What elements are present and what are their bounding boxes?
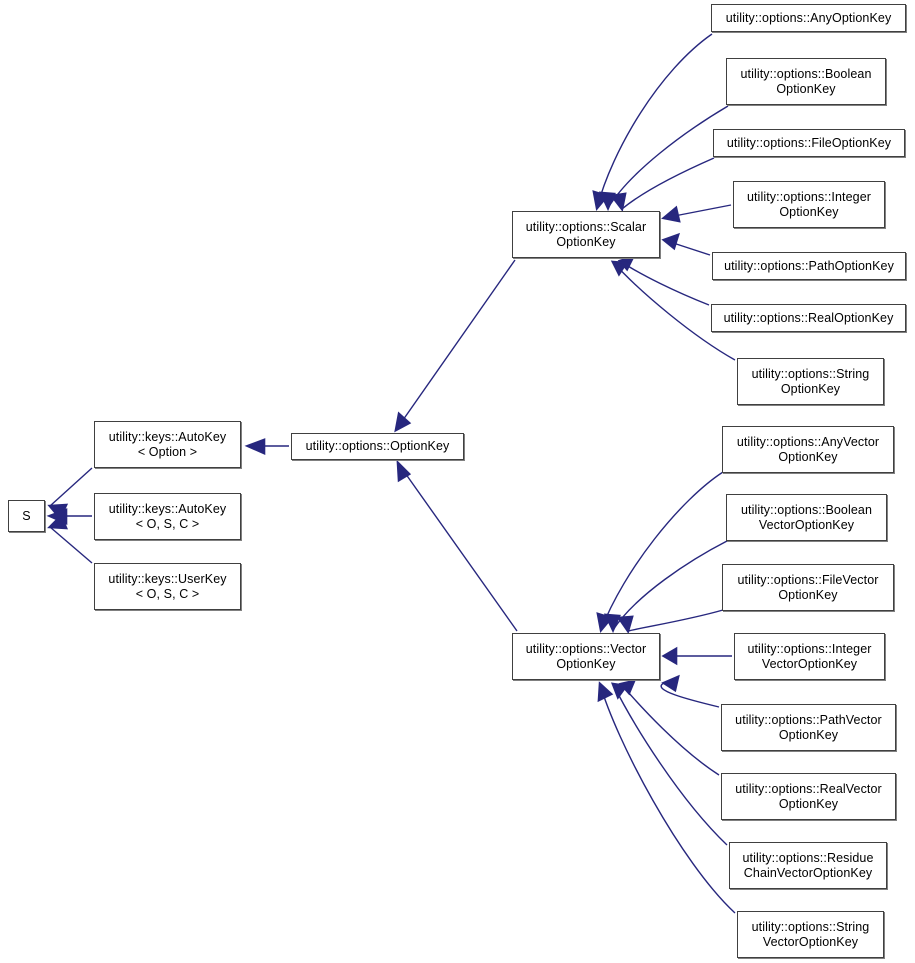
- arrowhead: [610, 260, 629, 277]
- node-filevector-optionkey[interactable]: utility::options::FileVector OptionKey: [722, 564, 894, 611]
- arrowhead: [47, 513, 69, 530]
- arrowhead: [617, 254, 636, 272]
- node-label: utility::options::AnyOptionKey: [725, 10, 892, 25]
- node-vectoroptionkey[interactable]: utility::options::Vector OptionKey: [512, 633, 660, 680]
- node-any-optionkey[interactable]: utility::options::AnyOptionKey: [711, 4, 906, 32]
- arrowhead: [598, 191, 616, 212]
- node-label: utility::options::OptionKey: [305, 439, 450, 453]
- node-label: utility::options::String VectorOptionKey: [751, 919, 870, 949]
- node-label: utility::options::Residue ChainVectorOpt…: [742, 850, 874, 880]
- node-label: utility::options::FileVector OptionKey: [737, 572, 879, 602]
- node-label: utility::options::RealVector OptionKey: [735, 781, 882, 811]
- arrowhead: [597, 681, 614, 703]
- arrowhead: [661, 205, 681, 223]
- node-label: utility::options::Vector OptionKey: [525, 641, 647, 671]
- arrowhead: [394, 411, 412, 433]
- node-booleanvector-optionkey[interactable]: utility::options::Boolean VectorOptionKe…: [726, 494, 887, 541]
- edge-optionkey-to-autokey: [244, 438, 289, 455]
- arrowhead: [244, 438, 266, 455]
- arrowhead: [592, 190, 610, 211]
- node-label: utility::options::AnyVector OptionKey: [736, 434, 880, 464]
- edge-integervector-to-vector: [661, 646, 732, 666]
- node-integervector-optionkey[interactable]: utility::options::Integer VectorOptionKe…: [734, 633, 885, 680]
- edge-scalar-to-optionkey: [394, 259, 516, 433]
- arrowhead: [609, 192, 627, 213]
- node-pathvector-optionkey[interactable]: utility::options::PathVector OptionKey: [721, 704, 896, 751]
- node-label: utility::options::PathOptionKey: [724, 258, 894, 273]
- arrowhead: [661, 674, 680, 693]
- node-label: utility::keys::UserKey < O, S, C >: [108, 571, 227, 601]
- node-realvector-optionkey[interactable]: utility::options::RealVector OptionKey: [721, 773, 896, 820]
- edge-autokey-osc-to-s: [46, 508, 92, 525]
- arrowhead: [596, 612, 614, 633]
- node-file-optionkey[interactable]: utility::options::FileOptionKey: [713, 129, 905, 157]
- node-integer-optionkey[interactable]: utility::options::Integer OptionKey: [733, 181, 885, 228]
- arrowhead: [47, 503, 69, 521]
- edge-realvector-to-vector: [618, 679, 720, 776]
- node-boolean-optionkey[interactable]: utility::options::Boolean OptionKey: [726, 58, 886, 105]
- edge-booleanvector-to-vector: [603, 540, 728, 634]
- edge-filevector-to-vector: [616, 609, 724, 634]
- node-autokey-option[interactable]: utility::keys::AutoKey < Option >: [94, 421, 241, 468]
- node-label: utility::options::PathVector OptionKey: [735, 712, 882, 742]
- node-string-optionkey[interactable]: utility::options::String OptionKey: [737, 358, 884, 405]
- edge-residuevector-to-vector: [610, 682, 728, 846]
- arrowhead: [603, 613, 621, 634]
- node-real-optionkey[interactable]: utility::options::RealOptionKey: [711, 304, 906, 332]
- edge-pathvector-to-vector: [660, 674, 720, 708]
- arrowhead: [610, 682, 629, 700]
- node-label: utility::options::Boolean VectorOptionKe…: [740, 502, 873, 532]
- edge-stringvector-to-vector: [597, 681, 736, 914]
- arrowhead: [396, 459, 412, 483]
- node-residuechainvector-optionkey[interactable]: utility::options::Residue ChainVectorOpt…: [729, 842, 887, 889]
- edge-any-to-scalar: [592, 33, 713, 211]
- node-label: utility::options::RealOptionKey: [723, 310, 894, 325]
- arrowhead: [46, 508, 68, 525]
- node-label: utility::options::Integer OptionKey: [746, 189, 872, 219]
- node-optionkey[interactable]: utility::options::OptionKey: [291, 433, 464, 460]
- edge-userkey-osc-to-s: [47, 513, 93, 564]
- node-label: utility::options::Scalar OptionKey: [525, 219, 647, 249]
- edge-anyvector-to-vector: [596, 471, 724, 633]
- edge-autokey-option-to-s: [47, 467, 93, 521]
- edge-vector-to-optionkey: [396, 459, 518, 632]
- arrowhead: [618, 679, 637, 696]
- node-label: utility::options::Boolean OptionKey: [740, 66, 872, 96]
- node-userkey-osc[interactable]: utility::keys::UserKey < O, S, C >: [94, 563, 241, 610]
- arrowhead: [661, 232, 681, 251]
- edge-integer-to-scalar: [661, 204, 732, 223]
- node-autokey-osc[interactable]: utility::keys::AutoKey < O, S, C >: [94, 493, 241, 540]
- node-label: utility::options::String OptionKey: [751, 366, 870, 396]
- node-anyvector-optionkey[interactable]: utility::options::AnyVector OptionKey: [722, 426, 894, 473]
- node-label: utility::keys::AutoKey < O, S, C >: [108, 501, 227, 531]
- node-label: S: [22, 508, 31, 523]
- node-scalaroptionkey[interactable]: utility::options::Scalar OptionKey: [512, 211, 660, 258]
- arrowhead: [616, 615, 634, 634]
- edge-file-to-scalar: [609, 157, 715, 213]
- edge-path-to-scalar: [661, 232, 711, 256]
- edge-boolean-to-scalar: [598, 105, 729, 212]
- node-path-optionkey[interactable]: utility::options::PathOptionKey: [712, 252, 906, 280]
- node-stringvector-optionkey[interactable]: utility::options::String VectorOptionKey: [737, 911, 884, 958]
- node-s[interactable]: S: [8, 500, 45, 532]
- node-label: utility::options::FileOptionKey: [726, 135, 892, 150]
- arrowhead: [661, 646, 678, 666]
- node-label: utility::keys::AutoKey < Option >: [108, 429, 227, 459]
- node-label: utility::options::Integer VectorOptionKe…: [747, 641, 872, 671]
- edge-real-to-scalar: [617, 254, 710, 306]
